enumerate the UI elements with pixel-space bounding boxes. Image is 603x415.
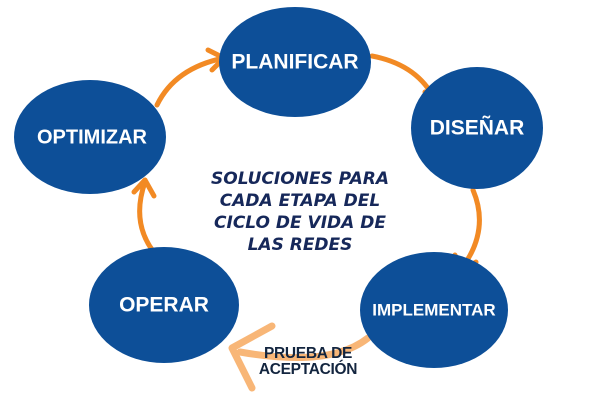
node-label-disenar: DISEÑAR [430, 117, 525, 140]
center-title: SOLUCIONES PARA CADA ETAPA DEL CICLO DE … [180, 168, 420, 256]
node-operar: OPERAR [89, 247, 239, 363]
transition-label: PRUEBA DE ACEPTACIÓN [238, 346, 378, 378]
arrow-optimizar-to-planificar [154, 47, 227, 108]
transition-label-line: PRUEBA DE [263, 345, 352, 362]
center-title-line: CICLO DE VIDA DE [214, 213, 386, 233]
arrow-implementar-to-operar [228, 322, 372, 392]
node-label-operar: OPERAR [119, 294, 209, 317]
node-label-implementar: IMPLEMENTAR [372, 300, 495, 319]
transition-label-line: ACEPTACIÓN [258, 361, 358, 378]
center-title-line: SOLUCIONES PARA [211, 169, 389, 189]
node-planificar: PLANIFICAR [219, 7, 371, 117]
node-label-planificar: PLANIFICAR [231, 51, 358, 74]
node-label-optimizar: OPTIMIZAR [37, 126, 148, 148]
center-title-line: LAS REDES [247, 235, 353, 255]
node-implementar: IMPLEMENTAR [360, 252, 508, 368]
node-disenar: DISEÑAR [411, 67, 543, 189]
node-optimizar: OPTIMIZAR [14, 80, 166, 194]
arrow-operar-to-optimizar [131, 177, 160, 259]
center-title-line: CADA ETAPA DEL [219, 191, 381, 211]
